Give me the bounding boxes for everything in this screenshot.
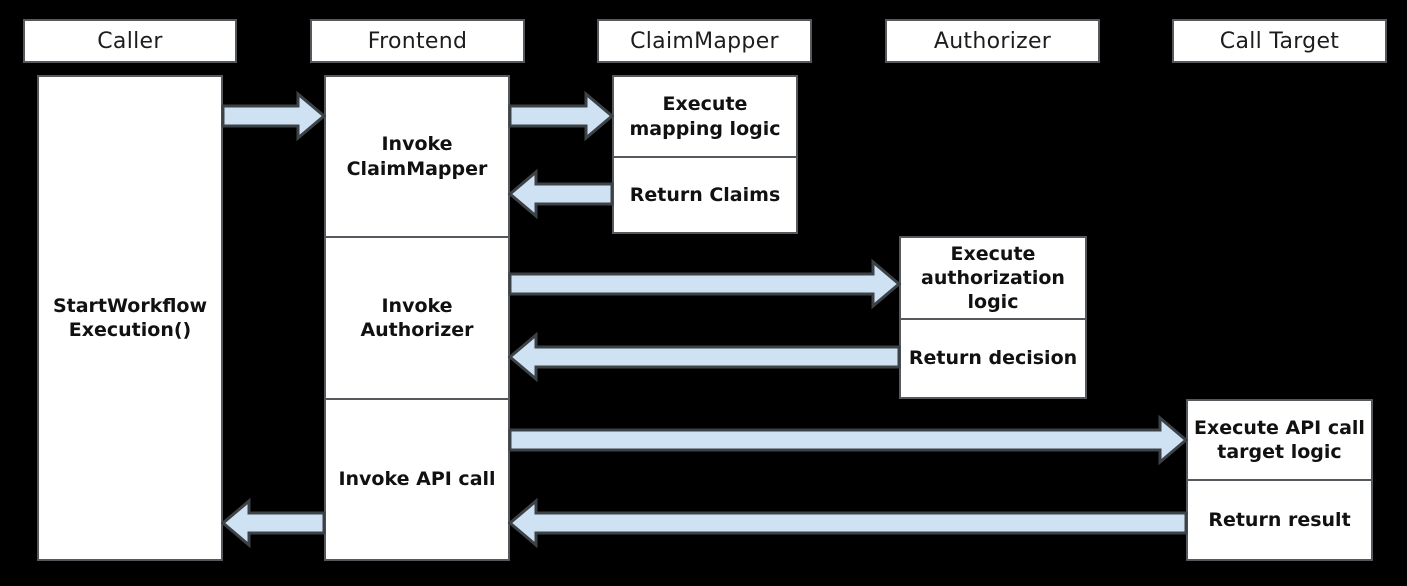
step-execute-mapping-logic: Execute mapping logic — [629, 93, 781, 140]
arrow-frontend-return-to-caller-icon — [220, 497, 326, 549]
arrow-caller-to-frontend-icon — [221, 90, 327, 142]
lifeline-header-frontend-label: Frontend — [367, 28, 468, 54]
activation-caller: StartWorkflow Execution() — [37, 75, 223, 561]
arrow-calltarget-return-icon — [507, 497, 1188, 549]
step-return-result: Return result — [1188, 479, 1371, 559]
step-invoke-claimmapper: Invoke ClaimMapper — [346, 133, 488, 180]
step-invoke-authorizer: Invoke Authorizer — [326, 236, 508, 398]
lifeline-header-caller-label: Caller — [97, 28, 163, 54]
step-return-decision: Return decision — [901, 318, 1085, 397]
arrow-claimmapper-return-icon — [507, 168, 614, 220]
lifeline-header-claimmapper-label: ClaimMapper — [630, 28, 779, 54]
lifeline-header-caller: Caller — [23, 19, 237, 63]
activation-frontend: Invoke ClaimMapper Invoke Authorizer Inv… — [324, 75, 510, 561]
step-return-claims: Return Claims — [614, 156, 796, 232]
arrow-authorizer-return-icon — [507, 331, 901, 383]
arrow-frontend-to-claimmapper-icon — [508, 90, 615, 142]
step-start-workflow-execution: StartWorkflow Execution() — [52, 294, 208, 341]
arrow-frontend-to-calltarget-icon — [508, 414, 1189, 466]
activation-authorizer: Execute authorization logic Return decis… — [899, 236, 1087, 399]
lifeline-header-frontend: Frontend — [310, 19, 525, 63]
step-execute-authorization-logic: Execute authorization logic — [921, 242, 1065, 314]
activation-call-target: Execute API call target logic Return res… — [1186, 399, 1373, 561]
lifeline-header-authorizer: Authorizer — [885, 19, 1100, 63]
lifeline-header-claimmapper: ClaimMapper — [597, 19, 812, 63]
lifeline-header-call-target: Call Target — [1172, 19, 1387, 63]
step-execute-api-call-target-logic: Execute API call target logic — [1194, 416, 1365, 463]
activation-claimmapper: Execute mapping logic Return Claims — [612, 75, 798, 234]
step-invoke-api-call: Invoke API call — [326, 398, 508, 559]
lifeline-header-authorizer-label: Authorizer — [933, 28, 1052, 54]
arrow-frontend-to-authorizer-icon — [508, 258, 902, 310]
lifeline-header-call-target-label: Call Target — [1219, 28, 1340, 54]
